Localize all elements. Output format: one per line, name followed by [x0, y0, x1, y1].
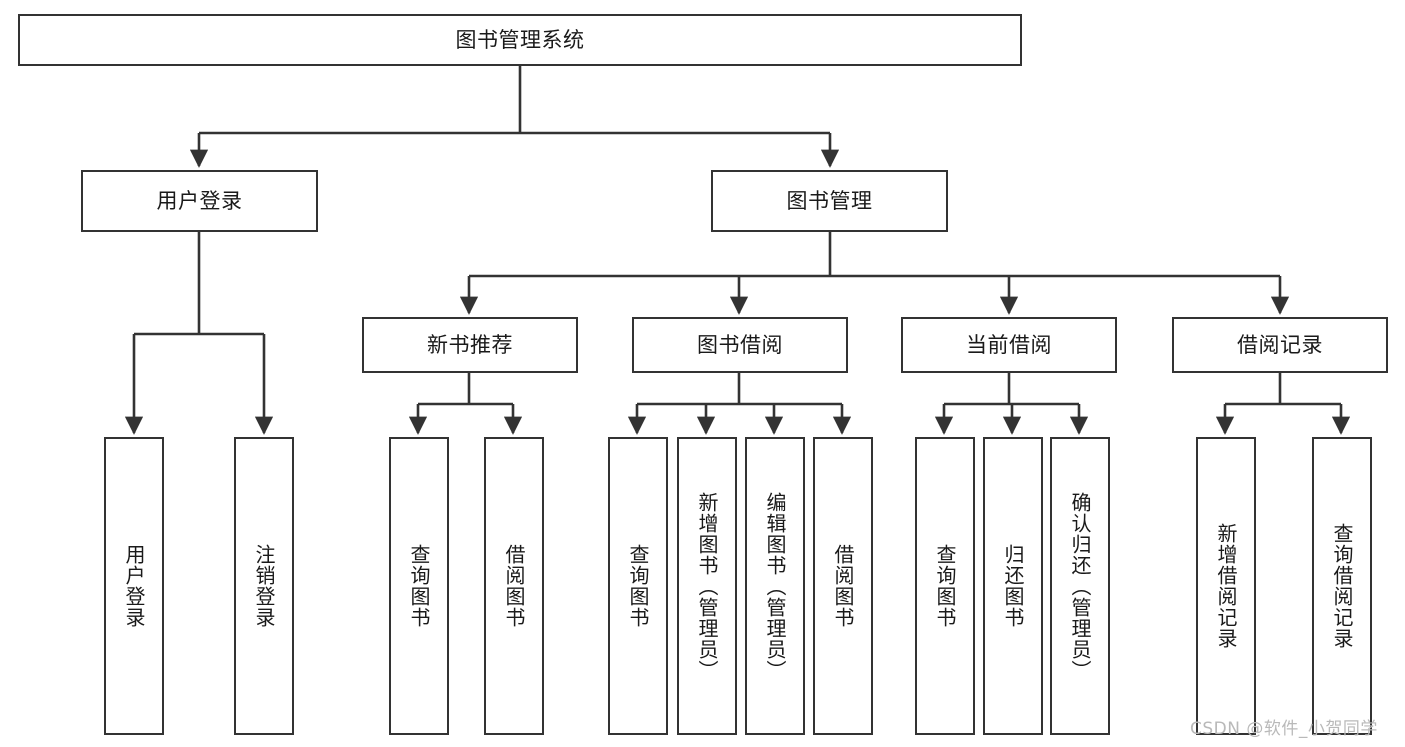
- node-leaf-add-borrow-record[interactable]: 新增借阅记录: [1196, 437, 1256, 735]
- node-current-borrow-label: 当前借阅: [966, 332, 1052, 357]
- node-book-management-label: 图书管理: [786, 188, 873, 213]
- node-root-label: 图书管理系统: [455, 27, 585, 52]
- node-leaf-borrow-book-1-label: 借阅图书: [502, 544, 526, 628]
- node-root-book-management-system[interactable]: 图书管理系统: [18, 14, 1022, 66]
- node-user-login-label: 用户登录: [156, 188, 243, 213]
- node-leaf-confirm-return-label: 确认归还（管理员）: [1068, 491, 1092, 681]
- node-leaf-edit-book[interactable]: 编辑图书（管理员）: [745, 437, 805, 735]
- node-leaf-add-borrow-record-label: 新增借阅记录: [1214, 523, 1238, 649]
- node-new-book-recommend-label: 新书推荐: [427, 332, 513, 357]
- node-leaf-query-book-1-label: 查询图书: [407, 544, 431, 628]
- node-leaf-return-book-label: 归还图书: [1001, 544, 1025, 628]
- node-leaf-edit-book-label: 编辑图书（管理员）: [763, 491, 787, 681]
- node-leaf-add-book[interactable]: 新增图书（管理员）: [677, 437, 737, 735]
- node-leaf-query-book-1[interactable]: 查询图书: [389, 437, 449, 735]
- watermark-text: CSDN @软件_小贺同学: [1190, 719, 1378, 739]
- node-leaf-user-login[interactable]: 用户登录: [104, 437, 164, 735]
- node-leaf-borrow-book-1[interactable]: 借阅图书: [484, 437, 544, 735]
- node-current-borrow[interactable]: 当前借阅: [901, 317, 1117, 373]
- node-book-management[interactable]: 图书管理: [711, 170, 948, 232]
- node-leaf-borrow-book-2-label: 借阅图书: [831, 544, 855, 628]
- node-leaf-query-book-2[interactable]: 查询图书: [608, 437, 668, 735]
- node-borrow-record[interactable]: 借阅记录: [1172, 317, 1388, 373]
- node-leaf-add-book-label: 新增图书（管理员）: [695, 491, 719, 681]
- node-leaf-query-book-3-label: 查询图书: [933, 544, 957, 628]
- node-leaf-borrow-book-2[interactable]: 借阅图书: [813, 437, 873, 735]
- node-leaf-logout-login[interactable]: 注销登录: [234, 437, 294, 735]
- node-leaf-user-login-label: 用户登录: [122, 544, 146, 628]
- node-leaf-query-borrow-record-label: 查询借阅记录: [1330, 523, 1354, 649]
- node-new-book-recommend[interactable]: 新书推荐: [362, 317, 578, 373]
- node-leaf-confirm-return[interactable]: 确认归还（管理员）: [1050, 437, 1110, 735]
- node-leaf-query-book-2-label: 查询图书: [626, 544, 650, 628]
- node-leaf-logout-login-label: 注销登录: [252, 544, 276, 628]
- node-leaf-query-borrow-record[interactable]: 查询借阅记录: [1312, 437, 1372, 735]
- node-book-borrow[interactable]: 图书借阅: [632, 317, 848, 373]
- node-leaf-return-book[interactable]: 归还图书: [983, 437, 1043, 735]
- node-borrow-record-label: 借阅记录: [1237, 332, 1323, 357]
- node-user-login[interactable]: 用户登录: [81, 170, 318, 232]
- node-book-borrow-label: 图书借阅: [697, 332, 783, 357]
- node-leaf-query-book-3[interactable]: 查询图书: [915, 437, 975, 735]
